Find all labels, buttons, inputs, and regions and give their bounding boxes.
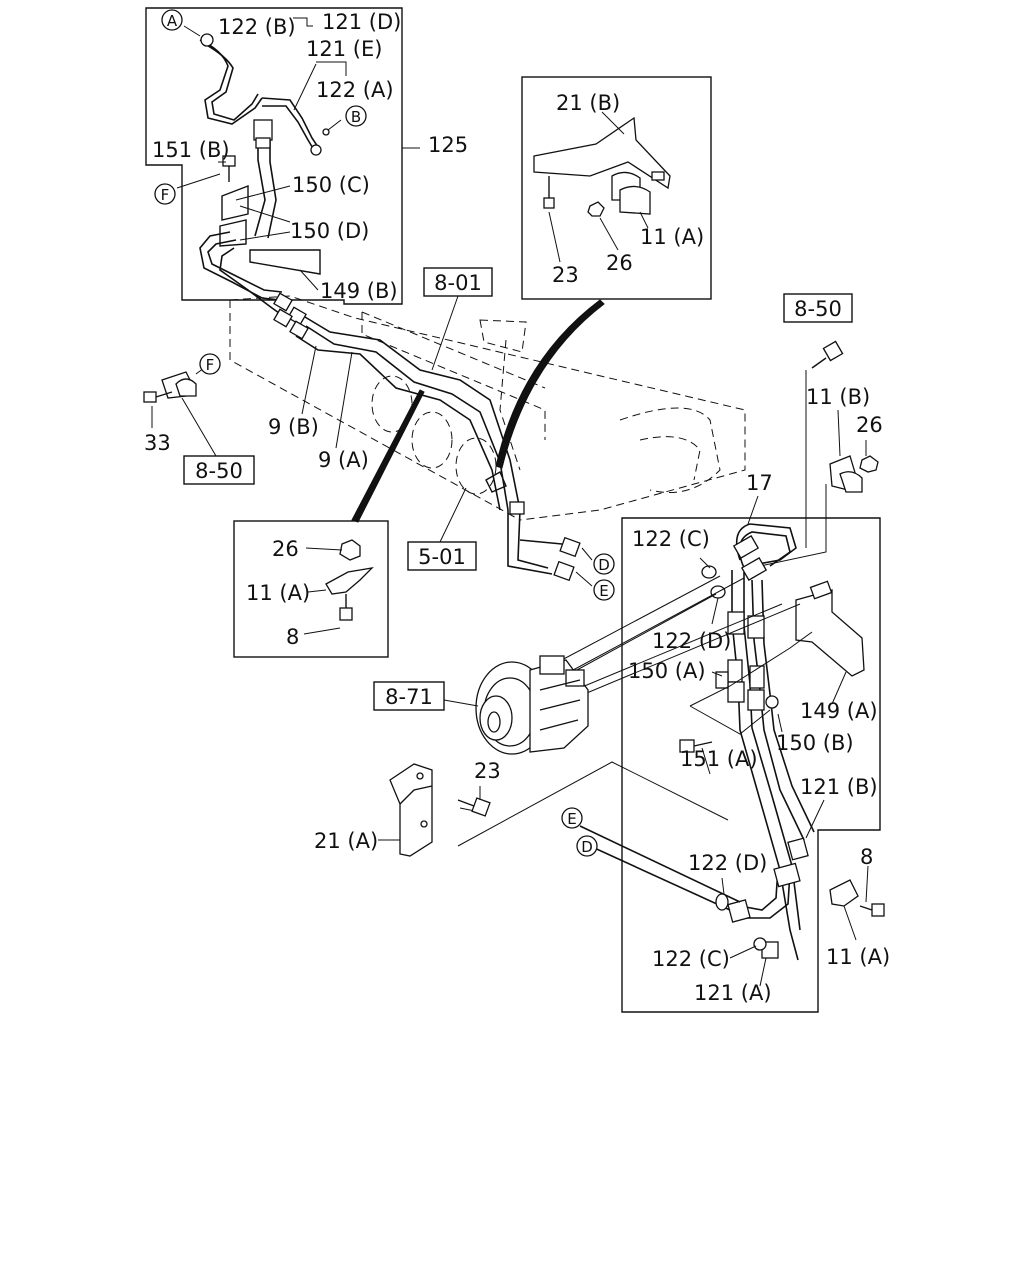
label-26-right: 26: [856, 413, 883, 437]
svg-text:B: B: [351, 108, 361, 126]
svg-text:D: D: [581, 838, 593, 856]
clamp-33: [143, 367, 217, 457]
label-122c-low: 122 (C): [652, 947, 730, 971]
label-151b: 151 (B): [152, 138, 230, 162]
ref-8-50-right: 8-50: [794, 297, 842, 321]
svg-text:A: A: [167, 12, 178, 30]
svg-text:F: F: [161, 186, 170, 204]
main-pipes: [273, 292, 581, 582]
label-121d: 121 (D): [322, 10, 401, 34]
engine-frame: [229, 295, 746, 521]
ref-8-01: 8-01: [434, 271, 482, 295]
label-125: 125: [428, 133, 468, 157]
ref-box-8-50-right: 8-50: [783, 293, 853, 323]
detail-box-21b: [521, 76, 712, 300]
label-122b: 122 (B): [218, 15, 296, 39]
ref-8-50-left: 8-50: [195, 459, 243, 483]
label-122d-low: 122 (D): [688, 851, 767, 875]
label-122a: 122 (A): [316, 78, 394, 102]
label-8-box: 8: [286, 625, 299, 649]
bracket-21a: [378, 763, 491, 857]
label-151a: 151 (A): [680, 747, 758, 771]
leaders-125: [176, 17, 420, 291]
leaders-middle: [301, 295, 593, 587]
label-150d: 150 (D): [290, 219, 369, 243]
label-121e: 121 (E): [306, 37, 382, 61]
label-11b: 11 (B): [806, 385, 870, 409]
ref-5-01: 5-01: [418, 545, 466, 569]
label-26-top: 26: [606, 251, 633, 275]
label-26-box: 26: [272, 537, 299, 561]
label-21a: 21 (A): [314, 829, 378, 853]
callout-d-mid: D: [593, 553, 615, 575]
label-122d-top: 122 (D): [652, 629, 731, 653]
callout-e-mid: E: [593, 579, 615, 601]
callout-f-top: F: [154, 183, 176, 205]
label-33: 33: [144, 431, 171, 455]
label-11a-top: 11 (A): [640, 225, 704, 249]
label-11a-right: 11 (A): [826, 945, 890, 969]
label-150a: 150 (A): [628, 659, 706, 683]
ref-box-8-01: 8-01: [423, 267, 493, 297]
label-21b: 21 (B): [556, 91, 620, 115]
svg-text:E: E: [599, 582, 608, 600]
label-121a: 121 (A): [694, 981, 772, 1005]
svg-text:E: E: [567, 810, 576, 828]
label-122c-top: 122 (C): [632, 527, 710, 551]
ref-box-8-71: 8-71: [373, 681, 445, 711]
callout-e-low: E: [561, 807, 583, 829]
label-8-right: 8: [860, 845, 873, 869]
label-150c: 150 (C): [292, 173, 370, 197]
label-121b: 121 (B): [800, 775, 878, 799]
label-17: 17: [746, 471, 773, 495]
right-upper-parts: [747, 340, 879, 567]
callout-a: A: [161, 9, 183, 31]
detail-box-clamp: [233, 520, 389, 658]
label-9a: 9 (A): [318, 448, 369, 472]
label-149a: 149 (A): [800, 699, 878, 723]
callout-f-left: F: [199, 353, 221, 375]
compressor: [443, 655, 589, 755]
callout-d-low: D: [576, 835, 598, 857]
label-23-top: 23: [552, 263, 579, 287]
leaders-right: [457, 557, 869, 987]
label-149b: 149 (B): [320, 279, 398, 303]
ref-8-71: 8-71: [385, 685, 433, 709]
part-labels: 122 (B) 121 (D) 121 (E) 122 (A) 125 151 …: [144, 10, 890, 1005]
callout-b: B: [345, 105, 367, 127]
svg-text:D: D: [598, 556, 610, 574]
svg-text:F: F: [206, 356, 215, 374]
label-9b: 9 (B): [268, 415, 319, 439]
label-23-low: 23: [474, 759, 501, 783]
ref-box-8-50-left: 8-50: [183, 455, 255, 485]
ref-box-5-01: 5-01: [407, 541, 477, 571]
label-150b: 150 (B): [776, 731, 854, 755]
label-11a-box: 11 (A): [246, 581, 310, 605]
